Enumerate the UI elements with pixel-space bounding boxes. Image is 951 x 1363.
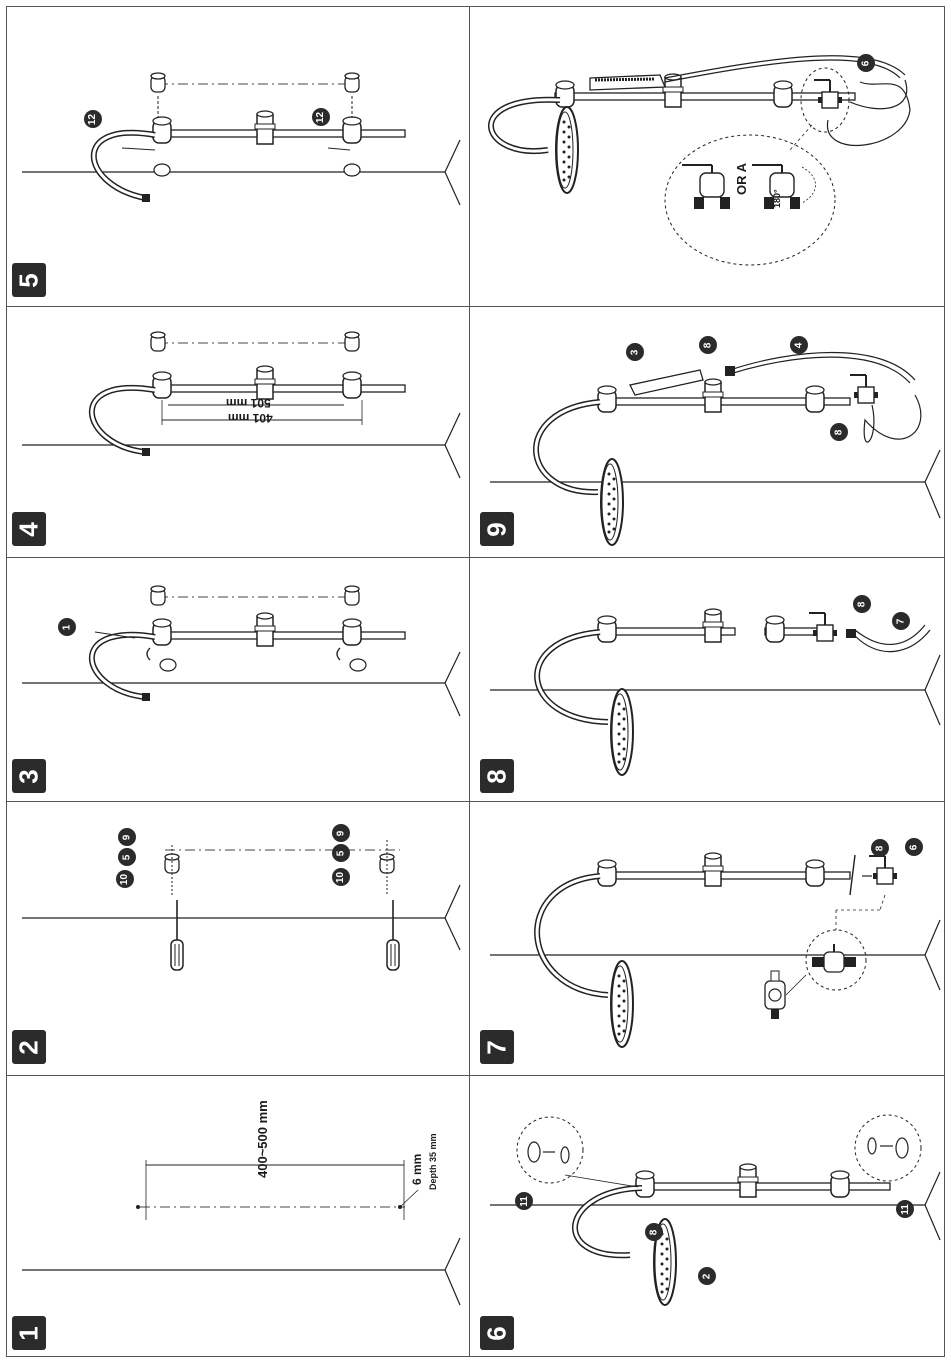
label-or-a: OR A [734, 162, 749, 195]
callout-6: 6 [905, 838, 923, 856]
dimension-501: 501 mm [226, 396, 271, 410]
callout-10: 10 [116, 870, 134, 888]
callout-6: 6 [857, 54, 875, 72]
row-divider [6, 801, 945, 802]
callout-8: 8 [645, 1223, 663, 1241]
callout-8: 8 [699, 336, 717, 354]
column-divider [469, 6, 470, 1357]
callout-9: 9 [332, 824, 350, 842]
step-4-badge: 4 [12, 512, 46, 546]
label-angle: 180° [772, 189, 782, 208]
instruction-sheet [6, 6, 945, 1357]
callout-8: 8 [871, 839, 889, 857]
dimension-depth: Depth 35 mm [428, 1133, 438, 1190]
step-7-badge: 7 [480, 1030, 514, 1064]
dimension-401: 401 mm [228, 411, 273, 425]
callout-5: 5 [332, 844, 350, 862]
callout-11: 11 [515, 1192, 533, 1210]
step-3-badge: 3 [12, 759, 46, 793]
callout-11: 11 [896, 1200, 914, 1218]
callout-2: 2 [698, 1267, 716, 1285]
step-8-badge: 8 [480, 759, 514, 793]
dimension-spacing: 400~500 mm [255, 1100, 270, 1178]
callout-12: 12 [84, 110, 102, 128]
callout-9: 9 [118, 828, 136, 846]
callout-8: 8 [830, 423, 848, 441]
row-divider [6, 557, 945, 558]
step-2-badge: 2 [12, 1030, 46, 1064]
callout-7: 7 [892, 612, 910, 630]
callout-5: 5 [118, 848, 136, 866]
dimension-hole: 6 mm [410, 1153, 424, 1185]
step-1-badge: 1 [12, 1316, 46, 1350]
step-6-badge: 6 [480, 1316, 514, 1350]
callout-4: 4 [790, 336, 808, 354]
row-divider [6, 1075, 945, 1076]
callout-10: 10 [332, 868, 350, 886]
callout-3: 3 [626, 343, 644, 361]
row-divider [6, 306, 945, 307]
step-5-badge: 5 [12, 263, 46, 297]
callout-8: 8 [853, 595, 871, 613]
callout-1: 1 [58, 618, 76, 636]
callout-12: 12 [312, 108, 330, 126]
step-9-badge: 9 [480, 512, 514, 546]
